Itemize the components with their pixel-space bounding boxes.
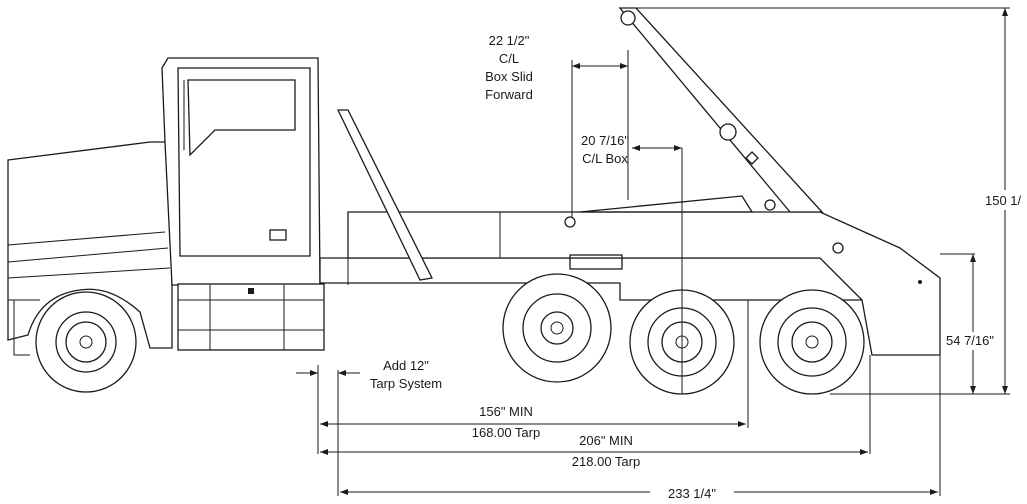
tarp-add-line2: Tarp System [370, 376, 442, 391]
headboard-arm [336, 109, 433, 281]
hoist-arm [579, 7, 824, 213]
cl-box-line2: C/L Box [582, 151, 628, 166]
cl-box-value: 20 7/16" [581, 133, 629, 148]
fuel-tank [177, 283, 325, 351]
slid-forward-line2: C/L [499, 51, 519, 66]
wheelbase-tarp-value: 168.00 Tarp [472, 425, 540, 440]
lift-axle-wheel [502, 273, 612, 383]
frame-rail [319, 211, 941, 356]
tarp-add-line1: Add 12" [383, 358, 429, 373]
length-min-value: 206" MIN [579, 433, 633, 448]
wheelbase-min-value: 156" MIN [479, 404, 533, 419]
truck-cab [161, 57, 321, 286]
slid-forward-line4: Forward [485, 87, 533, 102]
frame-pins [564, 216, 922, 284]
frame-height-value: 54 7/16" [946, 333, 994, 348]
slid-forward-value: 22 1/2" [489, 33, 530, 48]
length-tarp-value: 218.00 Tarp [572, 454, 640, 469]
rear-wheel-2 [759, 289, 865, 395]
overall-length-value: 233 1/4" [668, 486, 716, 501]
slid-forward-line3: Box Slid [485, 69, 533, 84]
dimension-lines [296, 7, 1010, 496]
front-wheel [35, 291, 137, 393]
overall-height-value: 150 1/ [985, 193, 1022, 208]
truck-hood [7, 141, 173, 356]
